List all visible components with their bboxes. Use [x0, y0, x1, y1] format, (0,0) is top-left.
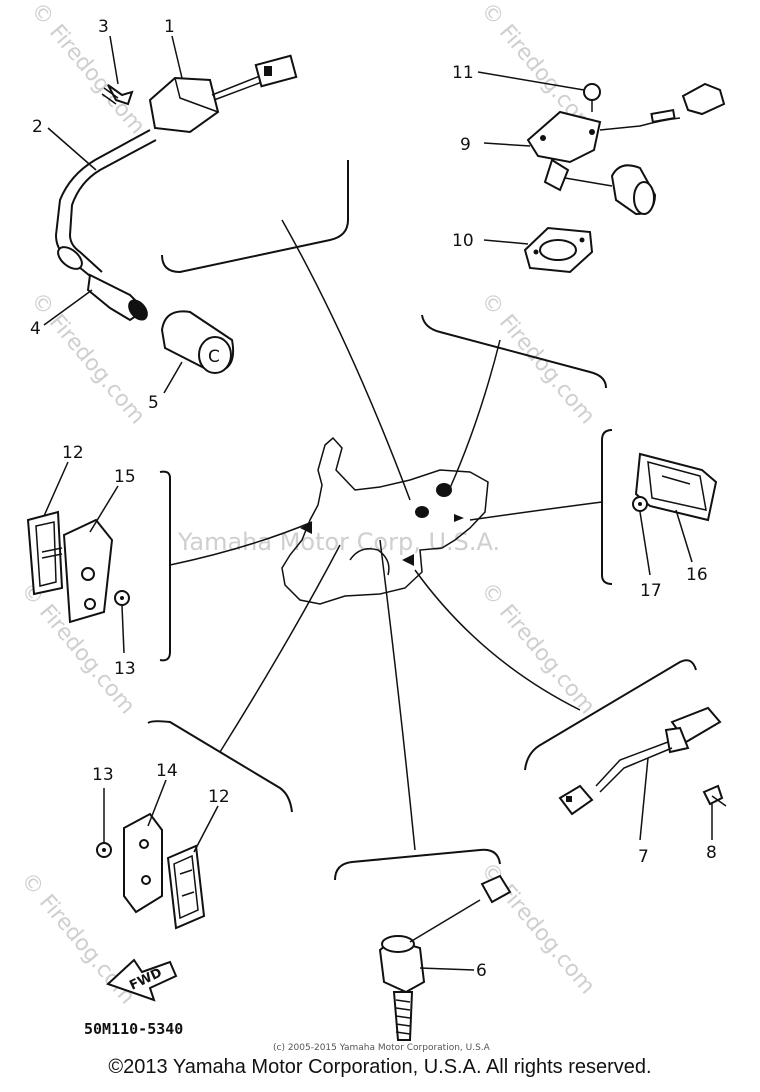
- part-13-nut-bottom: [96, 842, 112, 858]
- part-labels: 1 3 2 4 5 11 9 10 12 15 13 17 16 7 8 6 1…: [30, 17, 717, 981]
- label-part-13: 13: [92, 765, 114, 785]
- site-watermark: © Firedog.com: [25, 0, 149, 139]
- label-part-10: 10: [452, 231, 474, 251]
- part-17-nut: [632, 496, 648, 512]
- small-copyright: (c) 2005-2015 Yamaha Motor Corporation, …: [273, 1043, 491, 1053]
- label-part-3: 3: [98, 17, 109, 37]
- motorcycle-silhouette: [281, 436, 489, 605]
- center-watermark: Yamaha Motor Corp, U.S.A.: [177, 528, 500, 556]
- part-5-cap: C: [160, 310, 234, 374]
- svg-text:C: C: [208, 347, 220, 367]
- label-part-14: 14: [156, 761, 178, 781]
- part-1-coil: [148, 54, 298, 134]
- part-3-screw: [101, 84, 134, 106]
- label-part-4: 4: [30, 319, 41, 339]
- label-part-15: 15: [114, 467, 136, 487]
- part-9-switch: [526, 82, 726, 216]
- site-watermark: © Firedog.com: [475, 578, 599, 719]
- part-16-reflector: [634, 452, 718, 522]
- part-12-gasket-left: [26, 510, 64, 596]
- label-part-12: 12: [62, 443, 84, 463]
- part-15-reflector: [62, 518, 114, 624]
- leader-lines: [169, 219, 603, 851]
- group-brackets: [147, 160, 697, 881]
- part-12-gasket-bottom: [166, 844, 206, 930]
- label-part-6: 6: [476, 961, 487, 981]
- label-part-7: 7: [638, 847, 649, 867]
- part-6-sensor: [378, 874, 512, 1041]
- part-8-screw: [702, 784, 727, 807]
- label-part-12: 12: [208, 787, 230, 807]
- label-part-5: 5: [148, 393, 159, 413]
- label-part-2: 2: [32, 117, 43, 137]
- label-part-16: 16: [686, 565, 708, 585]
- label-leaders: [43, 35, 713, 971]
- copyright-notice: ©2013 Yamaha Motor Corporation, U.S.A. A…: [108, 1056, 652, 1078]
- part-2-cable: [54, 129, 157, 322]
- part-11-screw: [583, 83, 601, 112]
- label-part-1: 1: [164, 17, 175, 37]
- diagram-code: 50M110-5340: [84, 1020, 183, 1038]
- label-part-13: 13: [114, 659, 136, 679]
- label-part-11: 11: [452, 63, 474, 83]
- part-13-nut-left: [114, 590, 130, 606]
- part-14-reflector: [123, 812, 163, 914]
- label-part-17: 17: [640, 581, 662, 601]
- label-part-9: 9: [460, 135, 471, 155]
- part-7-switch: [558, 706, 722, 816]
- label-part-8: 8: [706, 843, 717, 863]
- part-10-gasket: [523, 226, 594, 274]
